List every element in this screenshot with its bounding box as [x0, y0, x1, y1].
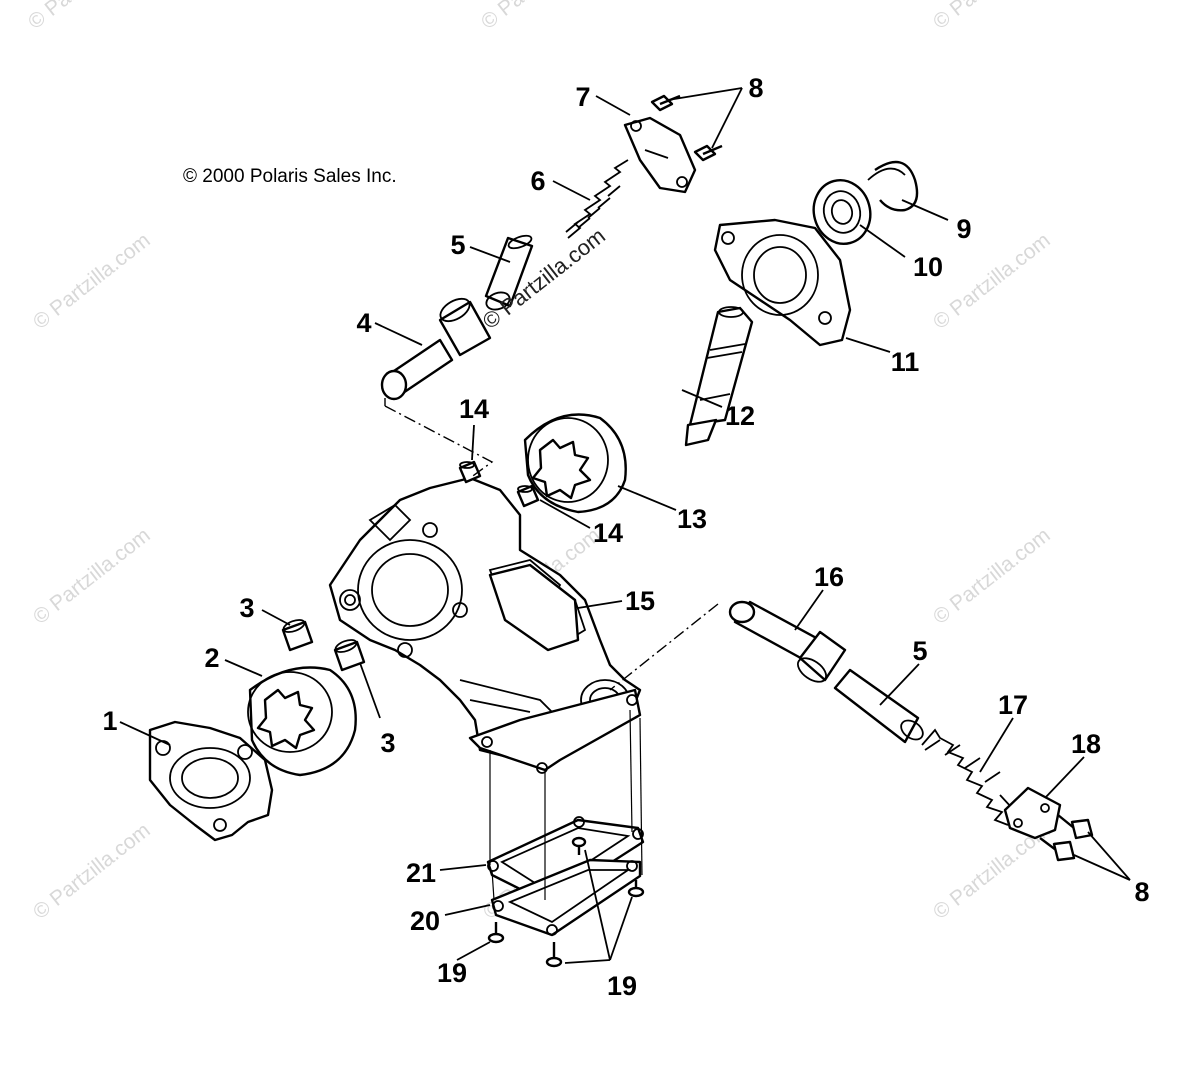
leader-lines: [119, 87, 1131, 964]
part-16-piston: [728, 600, 847, 683]
callout-14-lower: 14: [593, 518, 623, 548]
watermark: © Partzilla.com: [929, 0, 1055, 34]
part-14-dowel-b: [516, 484, 540, 508]
callout-5-upper: 5: [450, 230, 465, 260]
callout-7: 7: [575, 82, 590, 112]
callout-3-upper: 3: [239, 593, 254, 623]
part-1-pump-cover: [148, 720, 274, 842]
callout-2: 2: [204, 643, 219, 673]
part-2-outer-rotor: [247, 666, 357, 777]
callout-9: 9: [956, 214, 971, 244]
watermark: © Partzilla.com: [29, 524, 155, 629]
part-3-dowel-upper: [281, 619, 314, 652]
callout-11: 11: [891, 347, 920, 377]
callout-18: 18: [1071, 729, 1101, 759]
part-15-valve-housing: [488, 563, 580, 652]
callout-15: 15: [625, 586, 655, 616]
watermark: © Partzilla.com: [929, 229, 1055, 334]
part-19-screw-center: [545, 942, 563, 968]
callouts: 1 2 3 3 4 5 5 6 7 8 8 9 10 11 12 13 14 1…: [102, 73, 1149, 1001]
alignment-line-piston-lower: [609, 603, 719, 691]
watermark: © Partzilla.com: [29, 229, 155, 334]
watermark: © Partzilla.com: [929, 524, 1055, 629]
watermark: © Partzilla.com: [24, 0, 150, 34]
callout-13: 13: [677, 504, 707, 534]
part-6-spring: [565, 159, 629, 239]
callout-4: 4: [356, 308, 371, 338]
part-5-sleeve-upper: [484, 234, 534, 311]
callout-21: 21: [406, 858, 436, 888]
part-3-dowel-lower: [333, 639, 366, 672]
callout-20: 20: [410, 906, 440, 936]
callout-8-lower: 8: [1134, 877, 1149, 907]
callout-3-lower: 3: [380, 728, 395, 758]
callout-5-lower: 5: [912, 636, 927, 666]
part-4-piston: [380, 297, 492, 401]
callout-19-right: 19: [607, 971, 637, 1001]
callout-19-left: 19: [437, 958, 467, 988]
watermark: © Partzilla.com: [477, 0, 603, 34]
part-18-cap: [1003, 786, 1062, 840]
callout-1: 1: [102, 706, 117, 736]
part-8-bolt-upper-b: [693, 144, 723, 162]
part-5-sleeve-lower: [833, 668, 924, 744]
part-7-cap-plate: [623, 116, 697, 194]
alignment-line-piston-upper-body: [384, 405, 494, 479]
copyright-text: © 2000 Polaris Sales Inc.: [183, 166, 397, 187]
part-14-dowel-a: [458, 460, 482, 484]
part-8-bolt-lower-a: [1057, 814, 1094, 840]
oil-pan: [468, 688, 642, 774]
part-8-bolt-lower-b: [1039, 837, 1076, 862]
callout-8-upper: 8: [748, 73, 763, 103]
watermark: © Partzilla.com: [29, 819, 155, 924]
callout-6: 6: [530, 166, 545, 196]
part-19-screw-right: [627, 880, 645, 898]
alignment-lines-pan: [489, 709, 643, 901]
part-19-screw-left: [487, 922, 505, 944]
callout-10: 10: [913, 252, 943, 282]
callout-17: 17: [998, 690, 1028, 720]
part-11-housing: [713, 218, 852, 347]
callout-12: 12: [725, 401, 755, 431]
part-17-spring: [921, 728, 1013, 826]
part-10-bearing: [812, 179, 872, 245]
part-9-snap-ring: [867, 160, 919, 212]
callout-16: 16: [814, 562, 844, 592]
part-13-rotor: [523, 413, 627, 514]
part-19-screw-top: [571, 836, 587, 855]
callout-14-upper: 14: [459, 394, 489, 424]
part-20-cover-plate: [490, 858, 642, 937]
